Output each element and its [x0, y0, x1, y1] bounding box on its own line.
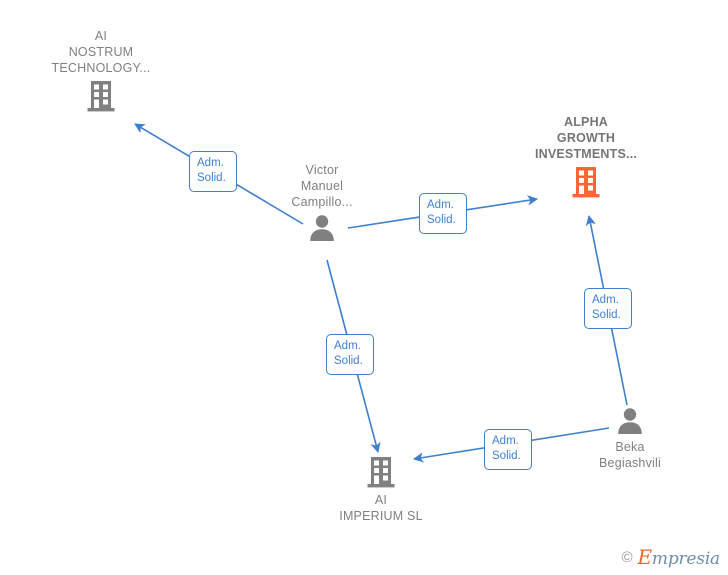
edge-label-victor-to-ai-imperium[interactable]: Adm. Solid. [326, 334, 374, 375]
building-icon [26, 79, 176, 113]
edge-label-beka-to-alpha-growth[interactable]: Adm. Solid. [584, 288, 632, 329]
node-alpha-growth-investments[interactable]: ALPHA GROWTH INVESTMENTS... [511, 114, 661, 199]
node-label-victor-manuel-campillo: Victor Manuel Campillo... [291, 163, 353, 209]
empresia-logo: Empresia [638, 545, 721, 569]
building-icon [511, 165, 661, 199]
node-label-beka-begiashvili: Beka Begiashvili [599, 440, 661, 470]
empresia-watermark: © Empresia [621, 545, 720, 569]
node-victor-manuel-campillo[interactable]: Victor Manuel Campillo... [247, 162, 397, 243]
node-ai-nostrum-technology[interactable]: AI NOSTRUM TECHNOLOGY... [26, 28, 176, 113]
node-beka-begiashvili[interactable]: Beka Begiashvili [555, 406, 705, 471]
node-ai-imperium-sl[interactable]: AI IMPERIUM SL [306, 455, 456, 524]
node-label-ai-imperium-sl: AI IMPERIUM SL [339, 493, 423, 523]
edge-label-beka-to-ai-imperium[interactable]: Adm. Solid. [484, 429, 532, 470]
building-icon [306, 455, 456, 489]
edge-label-victor-to-alpha-growth[interactable]: Adm. Solid. [419, 193, 467, 234]
empresia-logo-text: mpresia [651, 549, 720, 569]
copyright-icon: © [621, 548, 633, 566]
person-icon [247, 213, 397, 243]
edge-label-victor-to-ai-nostrum[interactable]: Adm. Solid. [189, 151, 237, 192]
person-icon [555, 406, 705, 436]
node-label-ai-nostrum-technology: AI NOSTRUM TECHNOLOGY... [51, 29, 151, 75]
empresia-logo-initial: E [637, 545, 653, 569]
node-label-alpha-growth-investments: ALPHA GROWTH INVESTMENTS... [534, 115, 638, 161]
